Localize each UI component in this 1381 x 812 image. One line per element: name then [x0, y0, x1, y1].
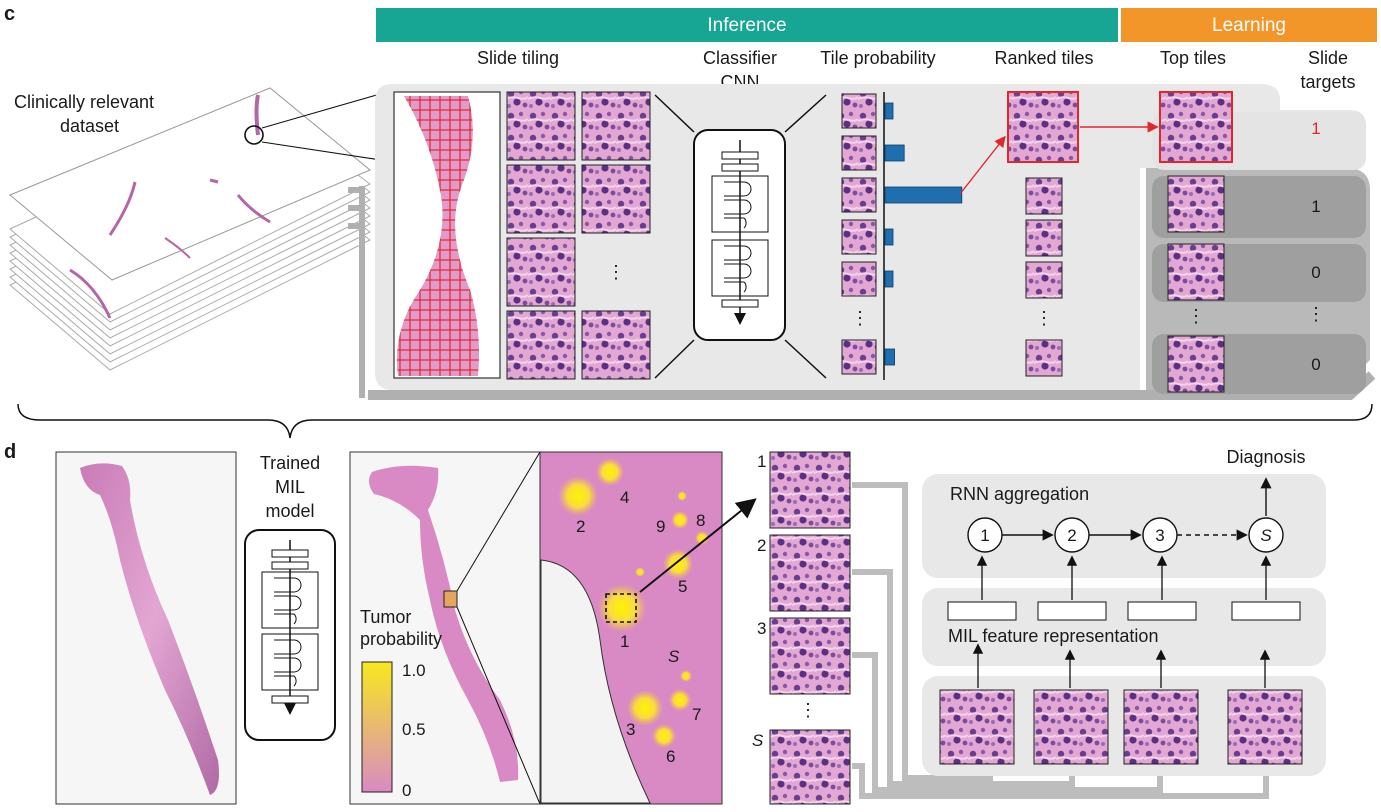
learning-header-bar	[1121, 8, 1377, 42]
target-1: 1	[1311, 119, 1320, 138]
model-label-1: Trained	[260, 453, 320, 473]
top-ellipsis: ⋮	[1187, 306, 1205, 326]
classifier-cnn	[654, 94, 827, 379]
zoomed-heatmap	[539, 451, 723, 805]
hotspot-8: 8	[696, 511, 705, 530]
learning-label: Learning	[1212, 15, 1286, 36]
col-top-tiles: Top tiles	[1160, 48, 1226, 68]
rnn-nodes	[967, 517, 1284, 553]
inference-header-bar	[376, 8, 1118, 42]
legend-colorbar	[361, 661, 393, 793]
rnn-node-1: 1	[980, 526, 989, 545]
col-slide-targets-1: Slide	[1308, 48, 1348, 68]
probability-bar-5	[884, 270, 894, 288]
whole-slide-tissue	[80, 463, 219, 795]
prob-ellipsis: ⋮	[851, 308, 869, 328]
target-3: 0	[1311, 263, 1320, 282]
probability-bar-2	[884, 144, 905, 162]
legend-tick-mid: 0.5	[402, 720, 426, 739]
roi-box	[443, 590, 458, 608]
panel-d-letter: d	[4, 441, 16, 463]
panel-c-letter: c	[4, 3, 15, 25]
slide-stack	[9, 87, 395, 371]
probability-bar-1	[884, 102, 894, 120]
tile-thumbnails	[506, 91, 651, 380]
mil-label: MIL feature representation	[948, 626, 1158, 646]
probability-bar-3	[884, 186, 963, 204]
rnn-node-2: 2	[1067, 526, 1076, 545]
hotspot-s: S	[668, 647, 680, 666]
probability-bar-4	[884, 228, 894, 246]
zoom-circle	[244, 125, 264, 145]
hotspot-2: 2	[576, 517, 585, 536]
dataset-label-1: Clinically relevant	[14, 92, 154, 112]
rnn-label: RNN aggregation	[950, 484, 1089, 504]
hotspot-5: 5	[678, 577, 687, 596]
target-2: 1	[1311, 197, 1320, 216]
legend-title-1: Tumor	[360, 607, 411, 627]
heatmap-tissue	[368, 465, 519, 782]
tile-grid	[396, 96, 479, 376]
rnn-panel	[922, 474, 1326, 578]
pipes	[852, 482, 1269, 799]
tile-label-s: S	[752, 731, 764, 750]
targets-ellipsis: ⋮	[1307, 304, 1325, 324]
legend-tick-high: 1.0	[402, 661, 426, 680]
tile-label-1: 1	[757, 452, 766, 471]
ranked-tiles	[1007, 91, 1079, 377]
dataset-label-2: dataset	[60, 116, 119, 136]
ranked-ellipsis: ⋮	[1035, 308, 1053, 328]
hotspot-7: 7	[692, 705, 701, 724]
rank-arrow	[959, 135, 1006, 195]
inference-label: Inference	[707, 15, 786, 36]
col-slide-targets-2: targets	[1300, 72, 1355, 92]
tiles-ellipsis: ⋮	[607, 262, 625, 282]
hotspot-3: 3	[626, 720, 635, 739]
legend-title-2: probability	[360, 629, 442, 649]
hotspot-9: 9	[656, 517, 665, 536]
top-tiles	[1159, 91, 1233, 393]
col-classifier-1: Classifier	[703, 48, 777, 68]
bracket	[17, 403, 1373, 439]
aggregation-tiles	[939, 643, 1303, 765]
model-label-2: MIL	[275, 477, 305, 497]
mil-panel	[922, 588, 1326, 666]
probability-bar-6	[884, 348, 896, 366]
hotspot-4: 4	[620, 488, 629, 507]
tile-label-2: 2	[757, 536, 766, 555]
diagnosis-label: Diagnosis	[1226, 447, 1305, 467]
feature-vectors	[947, 555, 1301, 621]
tile-label-3: 3	[757, 619, 766, 638]
model-label-3: model	[265, 501, 314, 521]
extracted-tiles	[769, 451, 851, 805]
col-ranked-tiles: Ranked tiles	[994, 48, 1093, 68]
hotspot-6: 6	[666, 747, 675, 766]
trained-mil-model	[244, 529, 336, 741]
hotspot-1: 1	[620, 632, 629, 651]
col-slide-tiling: Slide tiling	[477, 48, 559, 68]
tile-ellipsis: ⋮	[799, 700, 817, 720]
target-4: 0	[1311, 355, 1320, 374]
rnn-node-s: S	[1260, 526, 1272, 545]
rnn-node-3: 3	[1155, 526, 1164, 545]
extract-arrow	[639, 498, 757, 593]
legend-tick-low: 0	[402, 781, 411, 800]
probability-tiles	[841, 93, 877, 375]
col-tile-probability: Tile probability	[820, 48, 935, 68]
